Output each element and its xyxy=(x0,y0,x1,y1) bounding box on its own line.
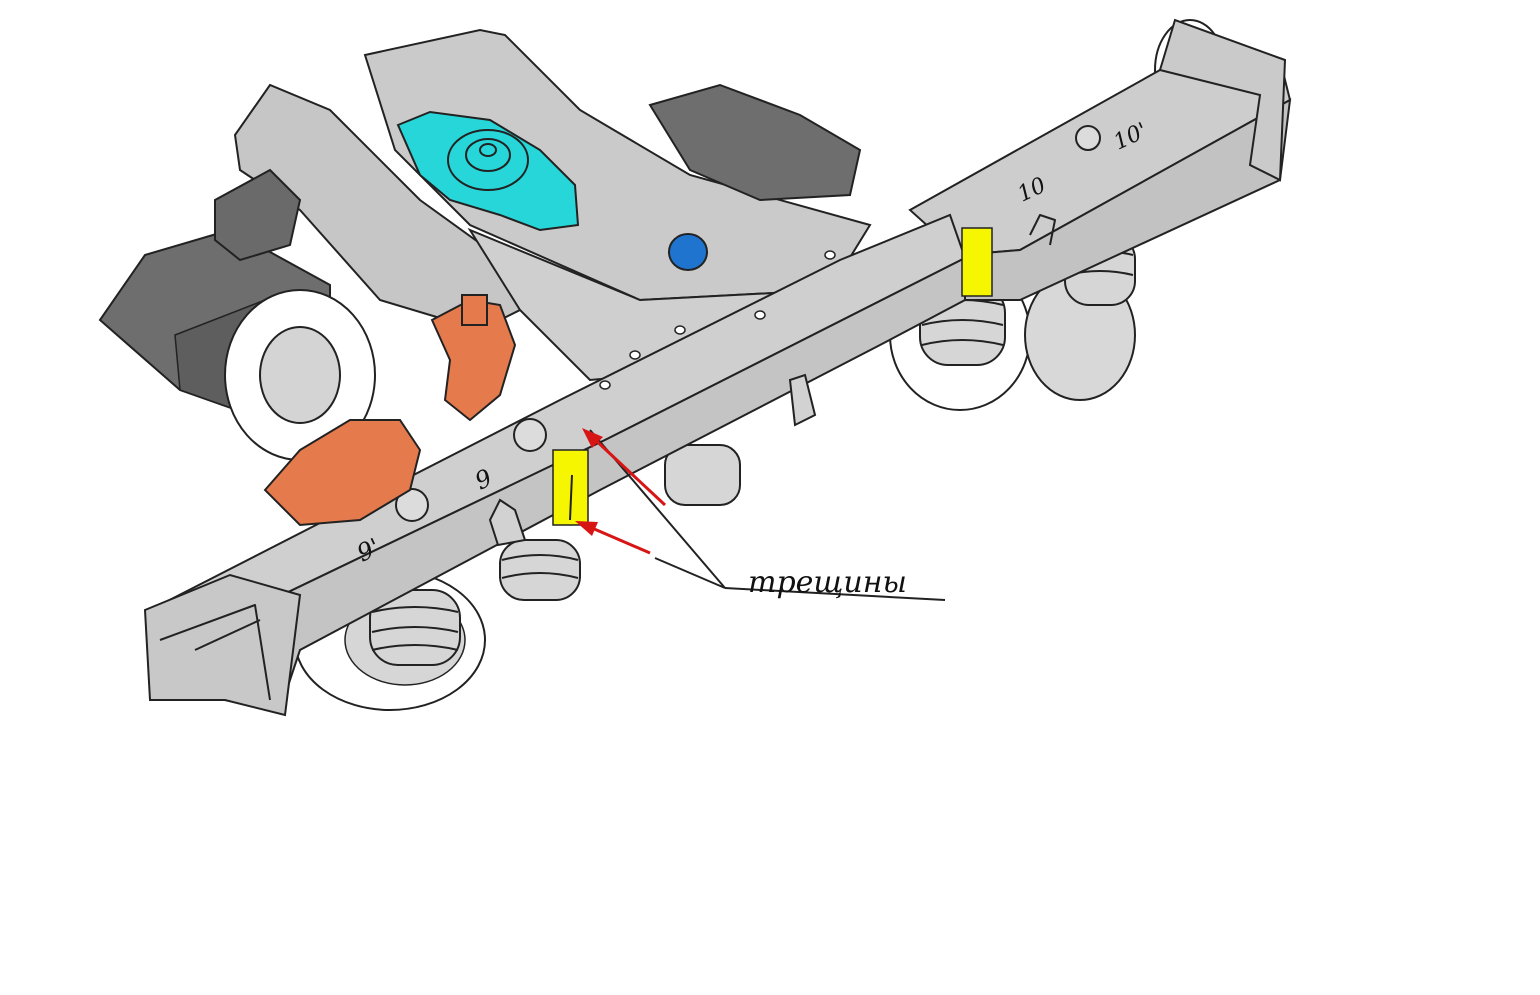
car-body-top-plate xyxy=(363,28,872,302)
crack-zone-right xyxy=(961,227,993,297)
right-frame-end xyxy=(1158,18,1287,182)
crack-pointers xyxy=(575,428,946,601)
mid-spring xyxy=(499,539,581,601)
highlighted-parts xyxy=(263,110,708,527)
orange-brake-disc xyxy=(263,419,422,527)
annotation-underline xyxy=(724,587,946,601)
front-frame-end xyxy=(143,573,302,717)
right-frame-bolt xyxy=(1075,125,1101,151)
red-arrow-upper xyxy=(588,433,667,507)
upper-damper xyxy=(648,83,862,202)
red-arrowhead-upper xyxy=(582,428,603,448)
annotation-label: трещины xyxy=(748,565,907,600)
blue-brake-cylinder xyxy=(668,233,708,271)
orange-rod-cap xyxy=(461,294,488,326)
crack-zones xyxy=(552,227,993,526)
red-arrow-lower xyxy=(584,523,651,555)
left-rear-wheel-hub xyxy=(259,326,341,424)
frame-bolt-mid xyxy=(513,418,547,452)
leader-line-lower xyxy=(654,557,726,589)
frame-bracket-right xyxy=(788,373,817,427)
left-bracket xyxy=(214,168,302,262)
center-spring xyxy=(664,444,741,506)
red-arrowhead-lower xyxy=(575,521,598,536)
frame-bolt-left xyxy=(395,488,429,522)
frame-bracket-left xyxy=(488,498,527,547)
